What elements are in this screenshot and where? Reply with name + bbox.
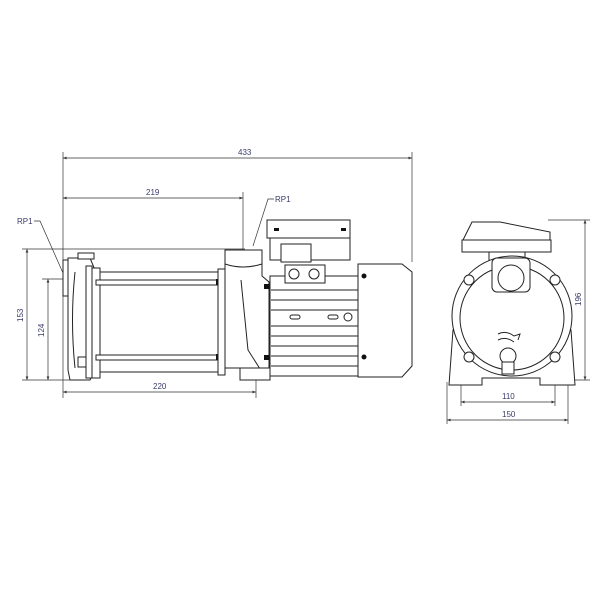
dim-219-text: 219 xyxy=(146,188,160,197)
dim-110-text: 110 xyxy=(502,392,515,401)
dim-150-text: 150 xyxy=(502,410,516,419)
dim-433-text: 433 xyxy=(238,148,252,157)
dim-196-text: 196 xyxy=(574,292,583,306)
pump-stages-cylinder xyxy=(95,268,226,376)
outlet-port xyxy=(491,257,531,293)
front-view: 196 110 150 xyxy=(446,219,590,424)
dim-153-text: 153 xyxy=(16,308,25,322)
outlet-rp1-label: RP1 xyxy=(275,195,291,204)
fan-cover xyxy=(357,263,413,378)
pump-head xyxy=(62,252,101,381)
terminal-box xyxy=(266,219,351,284)
side-view: 433 219 153 124 220 RP1 RP1 xyxy=(16,148,413,398)
inlet-leader xyxy=(34,220,64,274)
dim-220-text: 220 xyxy=(153,382,167,391)
outlet-port-bore xyxy=(497,264,525,292)
outlet-leader xyxy=(252,198,274,247)
volute-outer xyxy=(451,255,573,377)
drain-boss xyxy=(501,361,515,375)
bolt xyxy=(549,351,561,363)
bolt xyxy=(463,274,475,286)
rotation-arrow-icon xyxy=(497,331,521,343)
dim-124-text: 124 xyxy=(37,323,46,337)
motor xyxy=(269,275,359,377)
inlet-rp1-label: RP1 xyxy=(17,217,33,226)
bolt xyxy=(463,351,475,363)
discharge-housing xyxy=(224,249,271,381)
bolt xyxy=(549,274,561,286)
